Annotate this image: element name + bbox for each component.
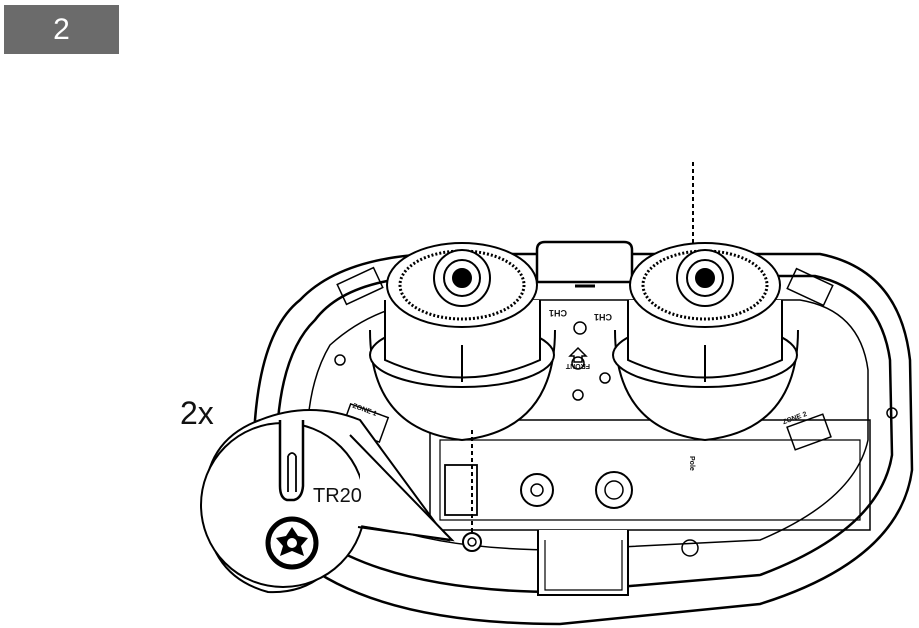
side-label: Pole [688,456,695,471]
quantity-label: 2x [180,395,214,431]
left-camera-module [369,242,556,442]
channel-label-right: CH1 [594,312,612,322]
step-number: 2 [53,12,70,46]
screw-icon [462,532,482,552]
torx-bit-icon [278,420,305,502]
bit-size-label: TR20 [313,485,362,507]
front-arrow-icon [568,346,588,363]
channel-label-left: CH1 [549,308,567,318]
front-label: FRONT [565,362,590,369]
torx-head-icon [265,516,319,570]
step-number-badge: 2 [4,5,119,54]
right-camera-module [612,242,799,442]
